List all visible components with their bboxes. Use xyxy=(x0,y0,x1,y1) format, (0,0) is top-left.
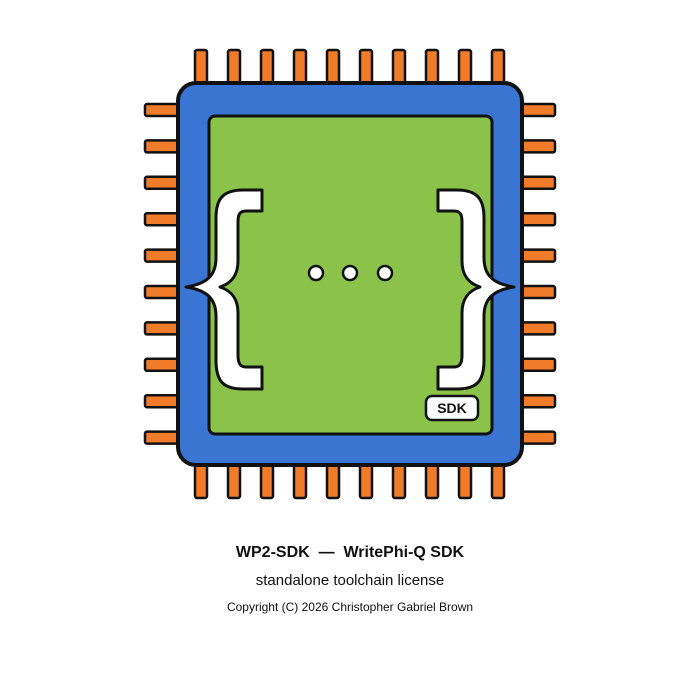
chip-pin-bottom xyxy=(193,460,209,500)
chip-pin-right xyxy=(517,430,557,445)
chip-pin-left xyxy=(143,139,183,154)
chip-pin-left xyxy=(143,102,183,118)
chip-pin-top xyxy=(292,48,308,88)
right-brace-icon xyxy=(436,188,516,391)
chip-pin-right xyxy=(517,284,557,300)
chip-pin-left xyxy=(143,284,183,300)
chip-pin-top xyxy=(490,48,506,88)
chip-pin-left xyxy=(143,357,183,373)
chip-pin-right xyxy=(517,357,557,373)
chip-pin-bottom xyxy=(325,460,341,500)
chip-pin-top xyxy=(325,48,341,88)
chip-pin-top xyxy=(391,48,407,88)
chip-pin-right xyxy=(517,321,557,336)
sdk-badge-label: SDK xyxy=(437,400,467,416)
caption-title: WP2-SDK — WritePhi-Q SDK xyxy=(235,544,465,561)
sdk-badge: SDK xyxy=(424,394,480,422)
chip-pin-bottom xyxy=(391,460,407,500)
chip-pin-right xyxy=(517,175,557,191)
caption-subtitle: standalone toolchain license xyxy=(255,572,445,589)
chip-pin-top xyxy=(259,48,275,88)
chip-pin-left xyxy=(143,248,183,263)
chip-pin-left xyxy=(143,211,183,227)
chip-pin-left xyxy=(143,321,183,336)
chip-pin-left xyxy=(143,393,183,409)
chip-pin-right xyxy=(517,102,557,118)
chip-pin-bottom xyxy=(457,460,473,500)
chip-pin-bottom xyxy=(424,460,440,500)
chip-pin-bottom xyxy=(292,460,308,500)
chip-pin-top xyxy=(358,48,374,88)
chip-pin-right xyxy=(517,139,557,154)
chip-pin-top xyxy=(457,48,473,88)
chip-pin-bottom xyxy=(358,460,374,500)
left-brace-icon xyxy=(184,188,264,391)
chip-icon: SDK xyxy=(143,48,557,500)
chip-pin-right xyxy=(517,248,557,263)
chip-pin-bottom xyxy=(259,460,275,500)
chip-pin-left xyxy=(143,175,183,191)
chip-pin-top xyxy=(424,48,440,88)
chip-pin-right xyxy=(517,211,557,227)
chip-pin-right xyxy=(517,393,557,409)
chip-pin-top xyxy=(193,48,209,88)
chip-pin-bottom xyxy=(226,460,242,500)
chip-pin-bottom xyxy=(490,460,506,500)
chip-pin-top xyxy=(226,48,242,88)
chip-pin-left xyxy=(143,430,183,445)
caption-copyright: Copyright (C) 2026 Christopher Gabriel B… xyxy=(226,600,474,614)
ellipsis-icon xyxy=(307,264,394,282)
